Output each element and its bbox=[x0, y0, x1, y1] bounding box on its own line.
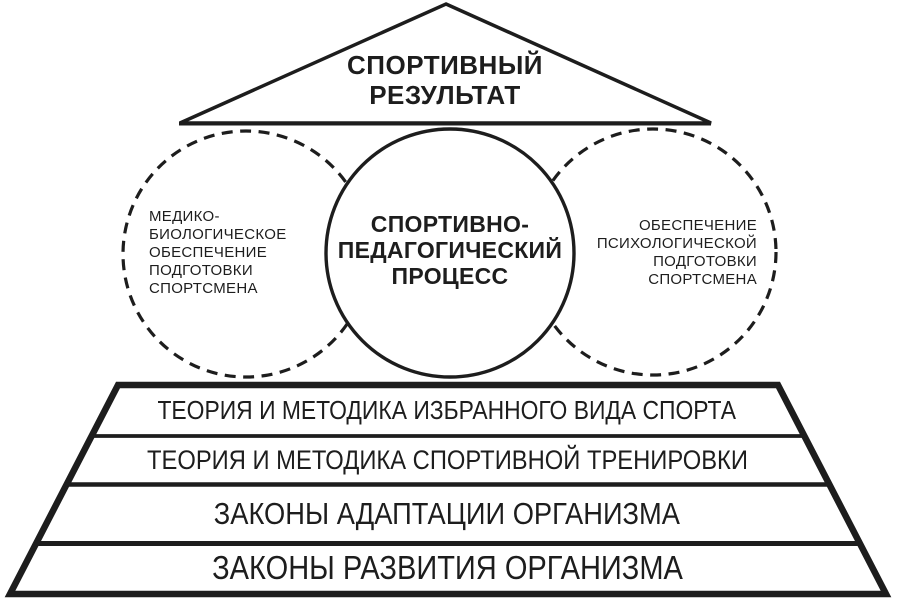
roof-label: СПОРТИВНЫЙ РЕЗУЛЬТАТ bbox=[347, 50, 543, 110]
circle-left-label: МЕДИКО- БИОЛОГИЧЕСКОЕ ОБЕСПЕЧЕНИЕ ПОДГОТ… bbox=[149, 208, 287, 297]
base-layer-2-label: ТЕОРИЯ И МЕТОДИКА СПОРТИВНОЙ ТРЕНИРОВКИ bbox=[146, 445, 748, 475]
base-layer-2: ТЕОРИЯ И МЕТОДИКА СПОРТИВНОЙ ТРЕНИРОВКИ bbox=[0, 444, 894, 476]
base-layer-3: ЗАКОНЫ АДАПТАЦИИ ОРГАНИЗМА bbox=[0, 496, 894, 532]
circle-center-label: СПОРТИВНО- ПЕДАГОГИЧЕСКИЙ ПРОЦЕСС bbox=[337, 211, 563, 289]
base-layer-1-label: ТЕОРИЯ И МЕТОДИКА ИЗБРАННОГО ВИДА СПОРТА bbox=[157, 395, 737, 425]
base-layer-4-label: ЗАКОНЫ РАЗВИТИЯ ОРГАНИЗМА bbox=[211, 549, 683, 586]
circle-center-solid bbox=[324, 127, 576, 379]
base-layer-4: ЗАКОНЫ РАЗВИТИЯ ОРГАНИЗМА bbox=[0, 549, 894, 587]
base-layer-3-label: ЗАКОНЫ АДАПТАЦИИ ОРГАНИЗМА bbox=[213, 496, 681, 531]
circle-right-label: ОБЕСПЕЧЕНИЕ ПСИХОЛОГИЧЕСКОЙ ПОДГОТОВКИ С… bbox=[596, 217, 757, 288]
circle-right-dashed bbox=[528, 127, 778, 377]
base-layer-1: ТЕОРИЯ И МЕТОДИКА ИЗБРАННОГО ВИДА СПОРТА bbox=[0, 395, 894, 425]
